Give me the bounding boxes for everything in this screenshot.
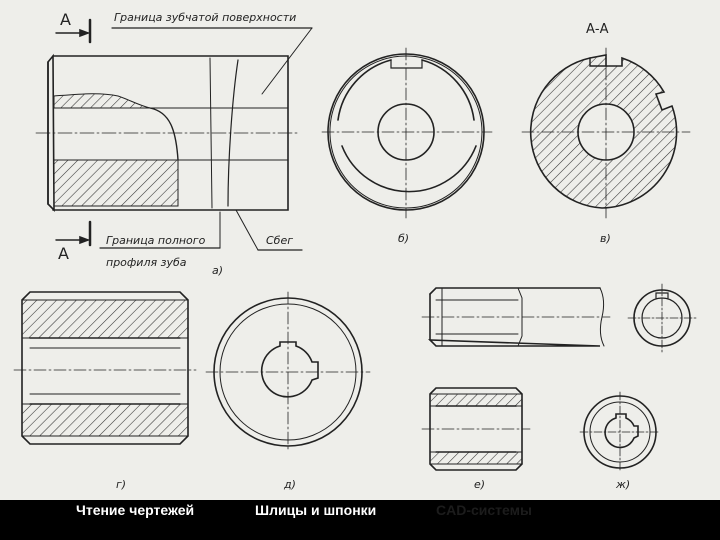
caption-a: а) [212,264,224,277]
view-a-shaft [35,18,313,251]
view-v-section [521,47,691,219]
view-d-hub-end [205,291,371,453]
caption-b: б) [398,232,410,245]
nav-link-splines-keys[interactable]: Шлицы и шпонки [255,502,377,518]
cut-mark-bottom: А [58,244,70,263]
view-zh-bushing-end [579,391,661,473]
technical-drawing [13,18,699,473]
note-full-profile-1: Граница полного [106,234,206,247]
caption-g: г) [116,478,127,491]
view-zh-shaft-end [627,283,699,355]
view-e-bushing [421,387,531,471]
caption-zh: ж) [616,478,631,491]
view-g-hub [13,291,197,445]
caption-e: е) [474,478,486,491]
view-e-shaft [421,287,611,347]
nav-link-cad-systems[interactable]: CAD-системы [436,502,532,518]
section-label: А-А [586,22,609,37]
note-tooth-surface: Граница зубчатой поверхности [114,11,297,24]
caption-v: в) [600,232,611,245]
note-run-out: Сбег [266,234,294,247]
caption-d: д) [284,478,296,491]
nav-link-reading-drawings[interactable]: Чтение чертежей [76,502,195,518]
bottom-nav-bar [0,500,720,540]
cut-mark-top: А [60,10,72,29]
view-b-end [321,47,493,219]
note-full-profile-2: профиля зуба [106,256,187,269]
drawing-sheet: А А А-А Граница зубчатой поверхности Гра… [0,0,720,500]
